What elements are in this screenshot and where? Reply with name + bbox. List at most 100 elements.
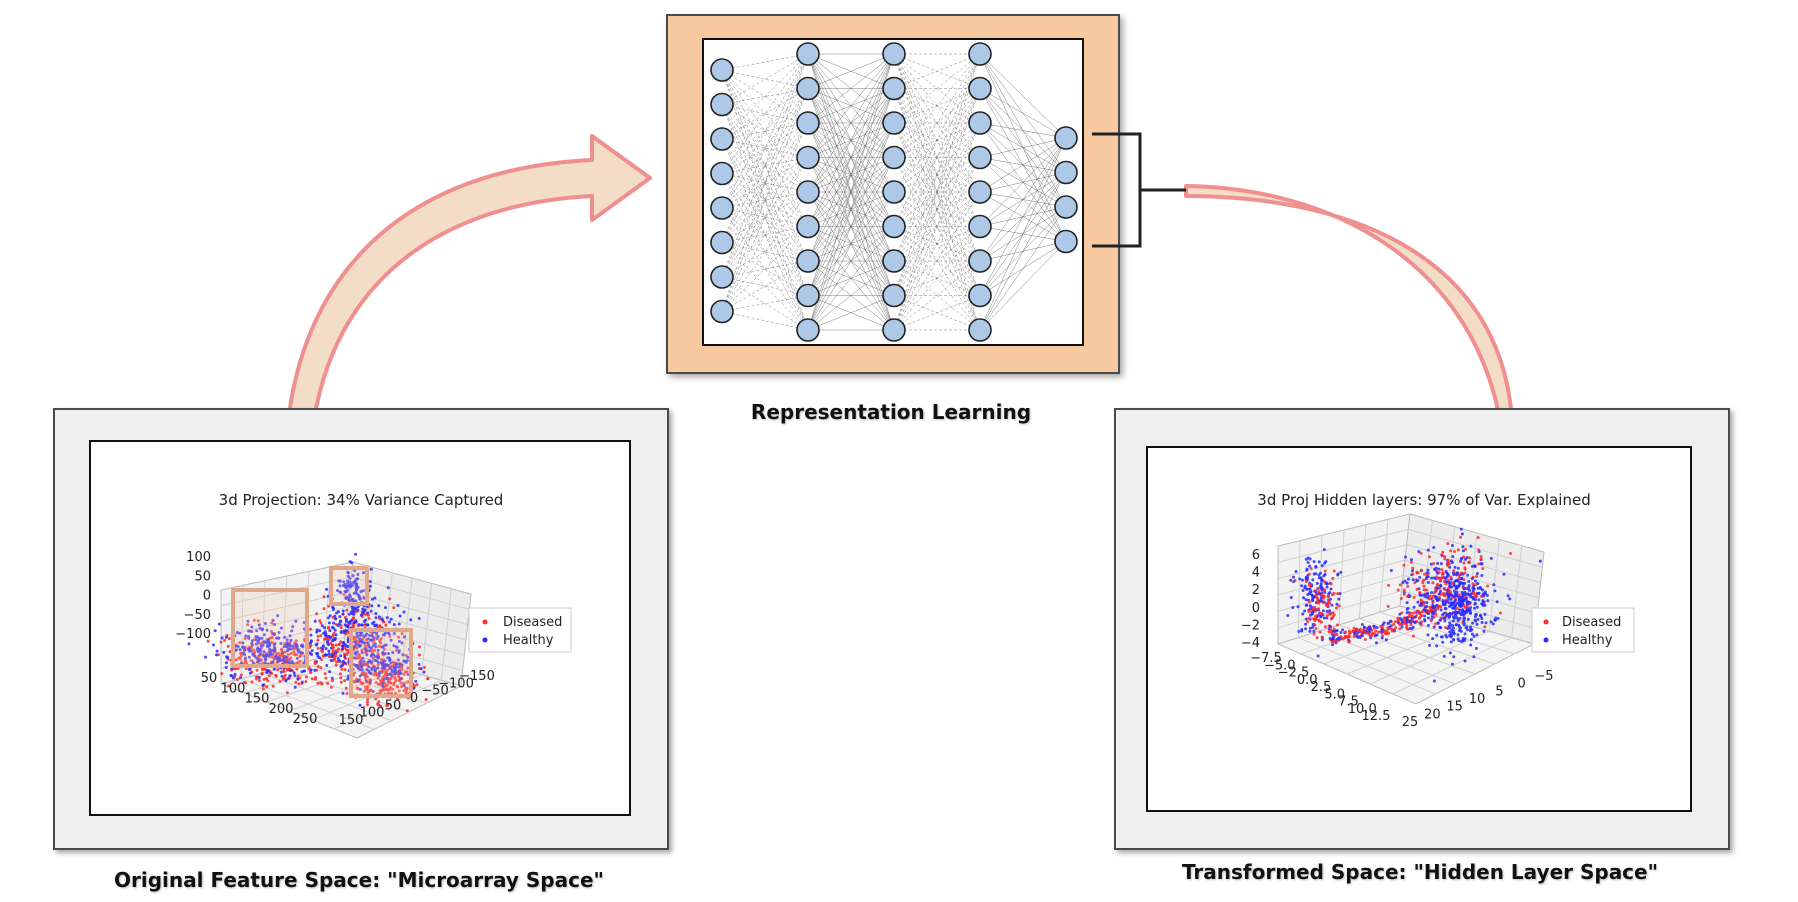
tick-label: −2.5 [1278, 666, 1310, 681]
tick-label: 50 [201, 671, 218, 686]
original-space-caption: Original Feature Space: "Microarray Spac… [114, 868, 604, 892]
neuron-node [968, 111, 992, 135]
original-scatter-3d: 3d Projection: 34% Variance Captured 100… [175, 491, 572, 739]
hidden-scatter-3d: 3d Proj Hidden layers: 97% of Var. Expla… [1241, 491, 1635, 730]
hidden-space-caption: Transformed Space: "Hidden Layer Space" [1181, 860, 1659, 884]
neuron-node [882, 249, 906, 273]
representation-learning-caption: Representation Learning [750, 400, 1032, 424]
tick-label: 250 [293, 712, 318, 727]
network-connections [721, 53, 1067, 331]
tick-label: 10.0 [1348, 702, 1377, 717]
tick-label: −7.5 [1250, 651, 1282, 666]
neuron-node [968, 318, 992, 342]
tick-label: −50 [421, 684, 448, 699]
x-ticks: −7.5−5.0−2.50.02.55.07.510.012.5 [1250, 651, 1390, 724]
tick-label: 4 [1252, 566, 1260, 581]
tick-label: 20 [1424, 707, 1441, 722]
tick-label: −150 [459, 669, 495, 684]
tick-label: 150 [245, 692, 270, 707]
plot-title: 3d Proj Hidden layers: 97% of Var. Expla… [1257, 491, 1590, 509]
neuron-node [710, 196, 734, 220]
tick-label: 0 [1518, 677, 1526, 692]
neuron-node [710, 265, 734, 289]
tick-label: 50 [194, 569, 211, 584]
tick-label: 5 [1495, 684, 1503, 699]
tick-label: 15 [1446, 700, 1463, 715]
tick-label: 100 [186, 550, 211, 565]
legend-diseased: Diseased [1562, 615, 1621, 630]
neuron-node [882, 111, 906, 135]
neuron-node [882, 76, 906, 101]
tick-label: 100 [360, 706, 385, 721]
neuron-node [968, 283, 992, 308]
neuron-node [710, 92, 734, 117]
neuron-node [710, 161, 734, 186]
tick-label: −50 [184, 608, 211, 623]
neuron-node [882, 214, 906, 239]
tick-label: 0 [1252, 601, 1260, 616]
legend: Diseased Healthy [1531, 607, 1635, 653]
tick-label: 200 [269, 702, 294, 717]
neuron-node [968, 145, 992, 170]
neuron-node [796, 145, 820, 170]
cluster-highlight-box [231, 588, 309, 668]
plot-title: 3d Projection: 34% Variance Captured [219, 491, 504, 509]
neuron-node [968, 76, 992, 101]
tick-label: 2.5 [1311, 680, 1332, 695]
neural-network-diagram [710, 42, 1078, 342]
tick-label: 150 [339, 713, 364, 728]
network-canvas [702, 38, 1084, 346]
neuron-node [968, 249, 992, 273]
neuron-node [968, 214, 992, 239]
legend-healthy: Healthy [503, 633, 554, 648]
tick-label: 5.0 [1324, 687, 1345, 702]
legend-healthy-marker [482, 637, 488, 643]
original-space-panel: 3d Projection: 34% Variance Captured 100… [53, 408, 669, 850]
cluster-highlight-box [349, 628, 413, 698]
neuron-node [1054, 229, 1078, 254]
legend: Diseased Healthy [468, 607, 572, 653]
legend-diseased: Diseased [503, 615, 562, 630]
neuron-node [882, 318, 906, 342]
neuron-node [1054, 160, 1078, 185]
cluster-highlights [231, 566, 413, 698]
neuron-node [796, 214, 820, 239]
tick-label: 10 [1469, 692, 1486, 707]
hidden-space-panel: 3d Proj Hidden layers: 97% of Var. Expla… [1114, 408, 1730, 850]
scatter-points [1286, 527, 1542, 683]
original-space-plot: 3d Projection: 34% Variance Captured 100… [89, 440, 631, 816]
legend-healthy: Healthy [1562, 633, 1613, 648]
scatter-points [187, 552, 430, 713]
legend-diseased-marker [1543, 619, 1549, 625]
network-frame [666, 14, 1120, 374]
tick-label: 0 [203, 589, 211, 604]
arrow-to-network [284, 134, 652, 457]
tick-label: −5.0 [1264, 658, 1296, 673]
neuron-node [882, 145, 906, 170]
tick-label: 2 [1252, 583, 1260, 598]
hidden-space-plot: 3d Proj Hidden layers: 97% of Var. Expla… [1146, 446, 1692, 812]
network-nodes [710, 42, 1078, 342]
legend-healthy-marker [1543, 637, 1549, 643]
neuron-node [796, 180, 820, 204]
cluster-highlight-box [329, 566, 369, 606]
neuron-node [968, 180, 992, 204]
tick-label: 7.5 [1338, 695, 1359, 710]
neuron-node [882, 42, 906, 66]
neuron-node [796, 283, 820, 308]
tick-label: −4 [1241, 636, 1260, 651]
neuron-node [710, 230, 734, 255]
tick-label: −2 [1241, 618, 1260, 633]
output-bracket [1092, 132, 1186, 248]
tick-label: 50 [385, 698, 402, 713]
neuron-node [796, 249, 820, 273]
neuron-node [796, 111, 820, 135]
neuron-node [710, 58, 734, 82]
tick-label: −5 [1534, 669, 1553, 684]
tick-label: 25 [1402, 715, 1419, 730]
neuron-node [1054, 126, 1078, 150]
tick-label: 0 [410, 691, 418, 706]
